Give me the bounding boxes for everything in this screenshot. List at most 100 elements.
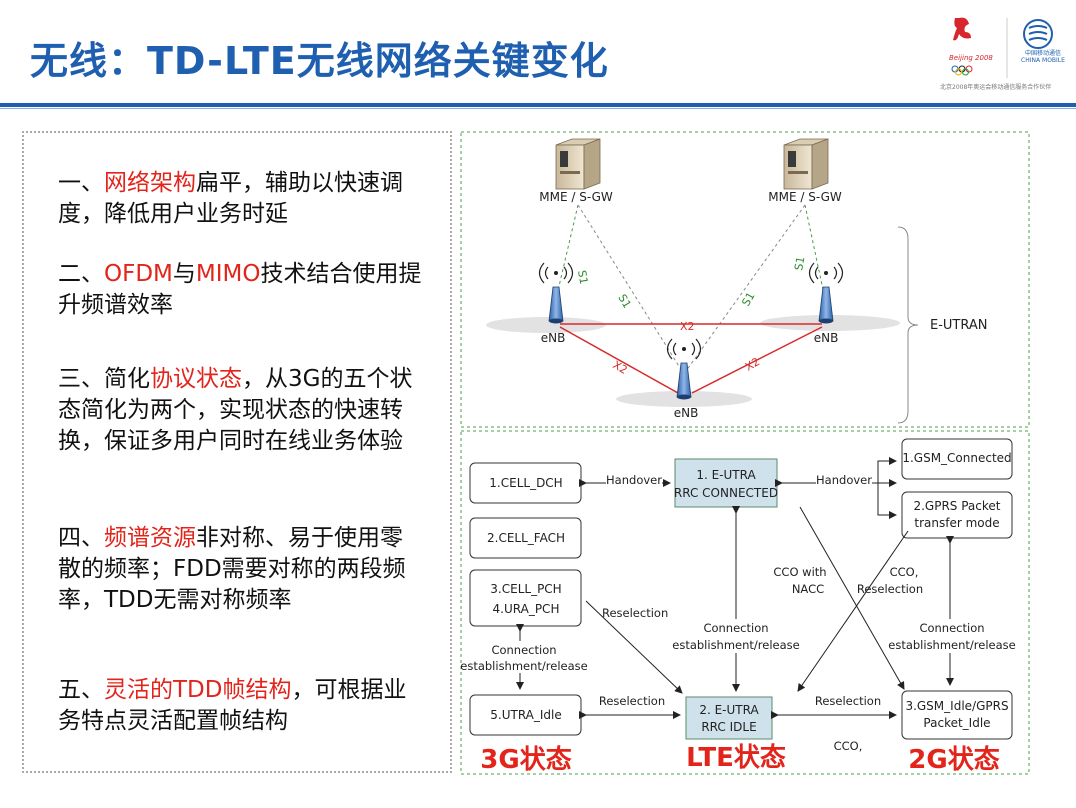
state-gsm-idle-line2: Packet_Idle [923,716,990,730]
state-cell-fach-label: 2.CELL_FACH [487,531,565,545]
label-reselection-cco: Reselection [857,582,923,596]
svg-text:Beijing 2008: Beijing 2008 [949,54,993,62]
point-5-highlight: 灵活的TDD帧结构 [104,677,292,703]
state-gprs-transfer-line1: 2.GPRS Packet [913,499,1000,513]
s1-link-1 [555,204,579,300]
state-ura-pch-label: 4.URA_PCH [493,602,560,616]
label-cco-bottom: CCO, [834,739,863,753]
point-1-highlight: 网络架构 [104,170,196,196]
point-1-prefix: 一、 [58,170,104,196]
label-3g-est-release: establishment/release [460,659,587,673]
point-5-text: ，可根据业务特点灵活配置帧结构 [58,677,407,734]
state-cell-fach [469,517,582,559]
header-rule-thin [0,108,1076,109]
china-mobile-text: 中国移动通信 CHINA MOBILE [1016,50,1070,64]
state-cell-pch-label: 3.CELL_PCH [490,582,561,596]
state-lte-idle-line2: RRC IDLE [701,720,756,734]
arrow-reselection-pch [585,600,683,694]
state-gsm-idle-line1: 3.GSM_Idle/GPRS [905,699,1008,713]
label-nacc: NACC [792,582,824,596]
group-3g-label: 3G状态 [480,744,571,775]
x2-label-left: X2 [611,358,630,377]
states-frame [460,430,1030,775]
header-rule [0,103,1076,107]
x2-label-top: X2 [680,320,695,333]
arrow-cco-reselection [797,530,909,692]
x2-label-right: X2 [743,355,762,374]
point-1-text: 扁平，辅助以快速调度，降低用户业务时延 [58,170,403,227]
s1-label-1: S1 [575,269,590,285]
eutran-bracket [897,226,919,424]
point-2: 二、OFDM与MIMO技术结合使用提升频谱效率 [58,259,423,321]
label-cco-with: CCO with [773,565,826,579]
point-4-highlight: 频谱资源 [104,525,196,551]
page-title: 无线：TD-LTE无线网络关键变化 [30,39,609,83]
point-3-text: ，从3G的五个状态简化为两个，实现状态的快速转换，保证多用户同时在线业务体验 [58,366,413,454]
state-gprs-transfer-line2: transfer mode [914,516,999,530]
point-2-text: 技术结合使用提升频谱效率 [58,261,422,318]
label-lte-connection: Connection [703,621,768,635]
label-handover-3g: Handover [606,473,662,487]
point-4-text: 非对称、易于使用零散的频率；FDD需要对称的两段频率，TDD无需对称频率 [58,525,406,613]
enb-label-center: eNB [674,406,699,420]
state-cell-pch [469,569,582,627]
china-mobile-cn: 中国移动通信 [1024,50,1061,57]
point-5: 五、灵活的TDD帧结构，可根据业务特点灵活配置帧结构 [58,675,423,737]
point-2-highlight: OFDM [104,261,173,287]
point-2-highlight2: MIMO [195,261,261,287]
lte-diagram: MME / S-GW MME / S-GW eNB eNB eNB S1 S1 … [460,131,1030,775]
mme-server-left [555,138,601,190]
state-lte-idle [685,696,773,740]
logo-caption: 北京2008年奥运会移动通信服务合作伙伴 [940,84,1052,91]
label-reselection-gsm: Reselection [815,694,881,708]
label-handover-2g: Handover [816,473,872,487]
s1-label-4: S1 [792,255,807,271]
cell-area-left [486,317,606,333]
x2-link-left [559,326,679,394]
mme-label-right: MME / S-GW [768,190,842,204]
s1-link-3 [804,204,826,300]
arrow-cco-nacc [799,506,905,690]
network-frame [460,131,1030,428]
point-3: 三、简化协议状态，从3G的五个状态简化为两个，实现状态的快速转换，保证多用户同时… [58,364,423,457]
state-lte-connected [674,458,778,508]
group-2g-label: 2G状态 [908,744,999,775]
point-2-prefix: 二、 [58,261,104,287]
state-lte-connected-line2: RRC CONNECTED [674,486,778,500]
arrow-to-gprs [877,483,897,519]
state-gsm-connected-label: 1.GSM_Connected [902,451,1011,465]
enb-label-left: eNB [541,331,566,345]
label-2g-connection: Connection [919,621,984,635]
mme-label-left: MME / S-GW [539,190,613,204]
state-gsm-connected [901,438,1013,480]
beijing-2008-logo: Beijing 2008 [949,17,993,76]
state-lte-connected-line1: 1. E-UTRA [696,468,756,482]
point-5-prefix: 五、 [58,677,104,703]
china-mobile-en: CHINA MOBILE [1021,57,1065,64]
enb-icon-right [808,262,844,324]
point-3-prefix: 三、简化 [58,366,150,392]
point-2-mid: 与 [172,261,196,287]
arrow-to-gsm-connected [877,457,897,483]
point-4-prefix: 四、 [58,525,104,551]
s1-link-4 [685,204,806,372]
label-3g-connection: Connection [491,643,556,657]
label-lte-est-release: establishment/release [672,638,799,652]
group-lte-label: LTE状态 [686,742,786,773]
eutran-label: E-UTRAN [930,318,987,333]
label-cco-comma: CCO, [890,565,919,579]
enb-icon-left [538,262,574,324]
x2-link-right [691,326,823,394]
label-2g-est-release: establishment/release [888,638,1015,652]
s1-label-2: S1 [615,292,633,311]
state-cell-dch-label: 1.CELL_DCH [489,476,562,490]
china-mobile-logo [1023,19,1053,49]
state-gprs-transfer [901,491,1013,539]
s1-link-2 [577,204,683,372]
state-lte-idle-line1: 2. E-UTRA [699,703,759,717]
point-3-highlight: 协议状态 [150,366,242,392]
label-reselection-pch: Reselection [602,606,668,620]
point-1: 一、网络架构扁平，辅助以快速调度，降低用户业务时延 [58,168,423,230]
partner-logos: Beijing 2008 [949,17,1053,78]
label-reselection-utra: Reselection [599,694,665,708]
